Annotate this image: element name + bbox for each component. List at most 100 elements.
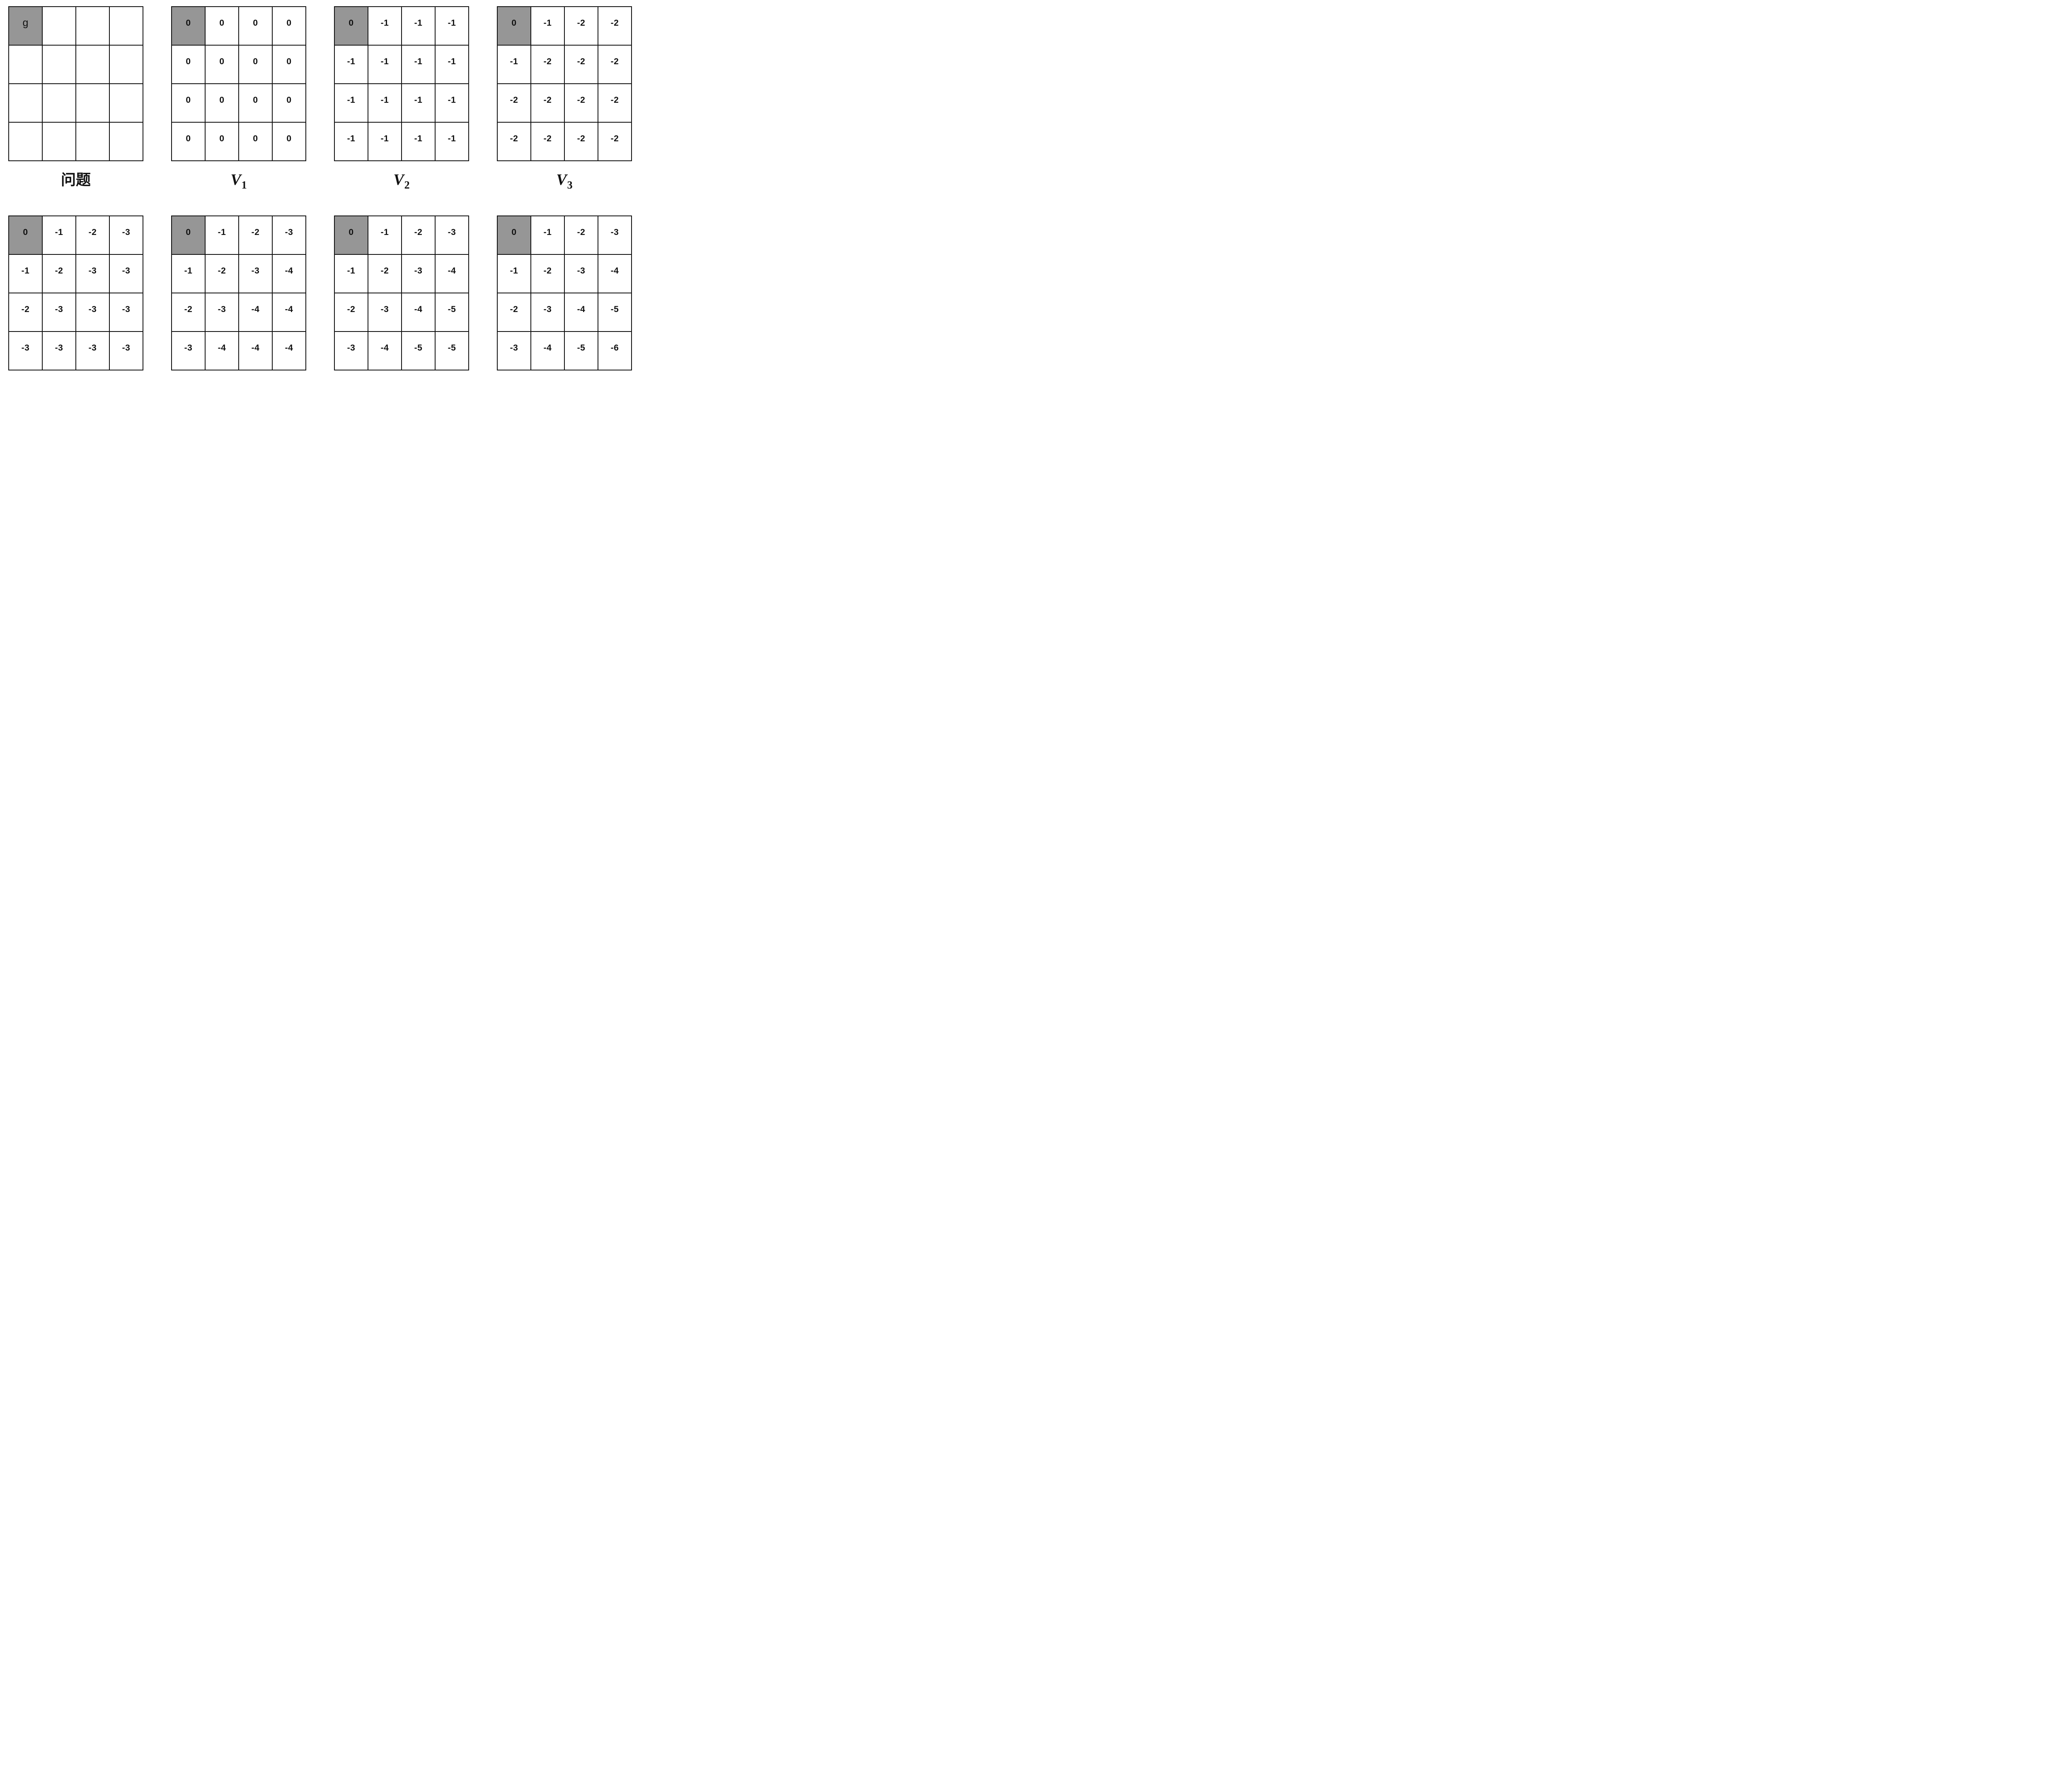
grid-V1-cell-r3c3: 0 — [272, 122, 306, 161]
grid-V1-cell-r0c1: 0 — [205, 6, 239, 46]
grid-V7-row-2: -2-3-4-5 — [497, 293, 632, 332]
grid-V7-cell-r3c3: -6 — [598, 331, 632, 370]
grid-V5-cell-r3c1: -4 — [205, 331, 239, 370]
grid-problem-cell-r3c1 — [42, 122, 76, 161]
grid-V7-cell-r1c1: -2 — [530, 254, 565, 293]
grid-V4: 0-1-2-3-1-2-3-3-2-3-3-3-3-3-3-3 — [8, 215, 143, 370]
grid-V2-cell-r1c3: -1 — [435, 45, 469, 84]
grid-V5-cell-r0c0: 0 — [171, 215, 206, 255]
grid-problem-row-0: g — [8, 6, 143, 46]
grid-V6-cell-r2c0: -2 — [334, 293, 368, 332]
grid-V3-row-0: 0-1-2-2 — [497, 6, 632, 46]
grid-problem-cell-r0c0: g — [8, 6, 43, 46]
grid-V5-row-0: 0-1-2-3 — [171, 215, 306, 255]
grid-V6-cell-r0c3: -3 — [435, 215, 469, 255]
grid-V1-cell-r3c2: 0 — [238, 122, 273, 161]
grid-V6-row-0: 0-1-2-3 — [334, 215, 469, 255]
grid-V4-cell-r2c2: -3 — [75, 293, 110, 332]
grid-label-V1: V1 — [230, 170, 247, 191]
grid-V2-row-1: -1-1-1-1 — [334, 45, 469, 84]
grid-V6-cell-r1c3: -4 — [435, 254, 469, 293]
grid-V7-cell-r3c1: -4 — [530, 331, 565, 370]
grid-V6-cell-r3c3: -5 — [435, 331, 469, 370]
grid-V3-cell-r2c1: -2 — [530, 83, 565, 123]
grid-V5-cell-r3c0: -3 — [171, 331, 206, 370]
grid-V5-cell-r2c3: -4 — [272, 293, 306, 332]
grid-V5-cell-r1c0: -1 — [171, 254, 206, 293]
grid-V4-cell-r1c3: -3 — [109, 254, 143, 293]
grid-V2-cell-r0c1: -1 — [368, 6, 402, 46]
grid-V2-row-0: 0-1-1-1 — [334, 6, 469, 46]
grid-V6-cell-r2c3: -5 — [435, 293, 469, 332]
grid-V4-row-3: -3-3-3-3 — [8, 331, 143, 370]
grid-V1-cell-r3c1: 0 — [205, 122, 239, 161]
grid-V7-row-3: -3-4-5-6 — [497, 331, 632, 370]
grid-V4-cell-r2c0: -2 — [8, 293, 43, 332]
grid-problem-cell-r1c0 — [8, 45, 43, 84]
grid-V7-cell-r1c3: -4 — [598, 254, 632, 293]
grid-V1-cell-r0c0: 0 — [171, 6, 206, 46]
grid-V4-cell-r1c2: -3 — [75, 254, 110, 293]
grid-V5-cell-r2c2: -4 — [238, 293, 273, 332]
grid-label-V3: V3 — [556, 170, 572, 191]
grid-V4-cell-r1c1: -2 — [42, 254, 76, 293]
grid-V2-row-2: -1-1-1-1 — [334, 83, 469, 123]
grid-V7-cell-r1c2: -3 — [564, 254, 598, 293]
grid-V6-cell-r1c0: -1 — [334, 254, 368, 293]
grid-V5: 0-1-2-3-1-2-3-4-2-3-4-4-3-4-4-4 — [171, 215, 306, 370]
grid-V1-cell-r1c1: 0 — [205, 45, 239, 84]
grid-V7-cell-r0c2: -2 — [564, 215, 598, 255]
grid-V1-cell-r0c3: 0 — [272, 6, 306, 46]
grid-V1-cell-r2c2: 0 — [238, 83, 273, 123]
grid-problem-cell-r3c3 — [109, 122, 143, 161]
grid-V1-cell-r1c0: 0 — [171, 45, 206, 84]
grid-V1-cell-r0c2: 0 — [238, 6, 273, 46]
grid-V6: 0-1-2-3-1-2-3-4-2-3-4-5-3-4-5-5 — [334, 215, 469, 370]
grid-V2-cell-r0c3: -1 — [435, 6, 469, 46]
grid-problem-cell-r3c2 — [75, 122, 110, 161]
grid-V6-cell-r3c2: -5 — [401, 331, 436, 370]
grid-V7-cell-r1c0: -1 — [497, 254, 531, 293]
grid-V3-cell-r0c3: -2 — [598, 6, 632, 46]
grid-problem-cell-r0c1 — [42, 6, 76, 46]
grid-V5-row-2: -2-3-4-4 — [171, 293, 306, 332]
grid-V4-row-0: 0-1-2-3 — [8, 215, 143, 255]
grid-V7: 0-1-2-3-1-2-3-4-2-3-4-5-3-4-5-6 — [497, 215, 632, 370]
grid-V5-row-3: -3-4-4-4 — [171, 331, 306, 370]
grid-V3-cell-r3c3: -2 — [598, 122, 632, 161]
grid-V3-cell-r2c0: -2 — [497, 83, 531, 123]
grid-V3-cell-r2c2: -2 — [564, 83, 598, 123]
grid-V7-cell-r2c0: -2 — [497, 293, 531, 332]
grid-V2-cell-r2c0: -1 — [334, 83, 368, 123]
grid-V5-cell-r3c2: -4 — [238, 331, 273, 370]
grid-V3-cell-r1c2: -2 — [564, 45, 598, 84]
grid-problem-row-3 — [8, 122, 143, 161]
grid-V5-cell-r1c1: -2 — [205, 254, 239, 293]
grid-V5-cell-r0c3: -3 — [272, 215, 306, 255]
grid-V3-cell-r3c0: -2 — [497, 122, 531, 161]
grid-V6-cell-r3c0: -3 — [334, 331, 368, 370]
grid-V4-row-1: -1-2-3-3 — [8, 254, 143, 293]
grid-V3-row-1: -1-2-2-2 — [497, 45, 632, 84]
grid-label-base: V — [230, 171, 241, 189]
grid-V2-cell-r2c1: -1 — [368, 83, 402, 123]
grid-V4-cell-r0c2: -2 — [75, 215, 110, 255]
grid-problem-cell-r0c3 — [109, 6, 143, 46]
grid-V2-cell-r1c0: -1 — [334, 45, 368, 84]
grid-V3-cell-r3c2: -2 — [564, 122, 598, 161]
grid-V5-cell-r2c1: -3 — [205, 293, 239, 332]
grid-V2-cell-r3c2: -1 — [401, 122, 436, 161]
grid-label-base: V — [393, 171, 404, 189]
grid-problem-row-2 — [8, 83, 143, 123]
grid-V7-row-1: -1-2-3-4 — [497, 254, 632, 293]
